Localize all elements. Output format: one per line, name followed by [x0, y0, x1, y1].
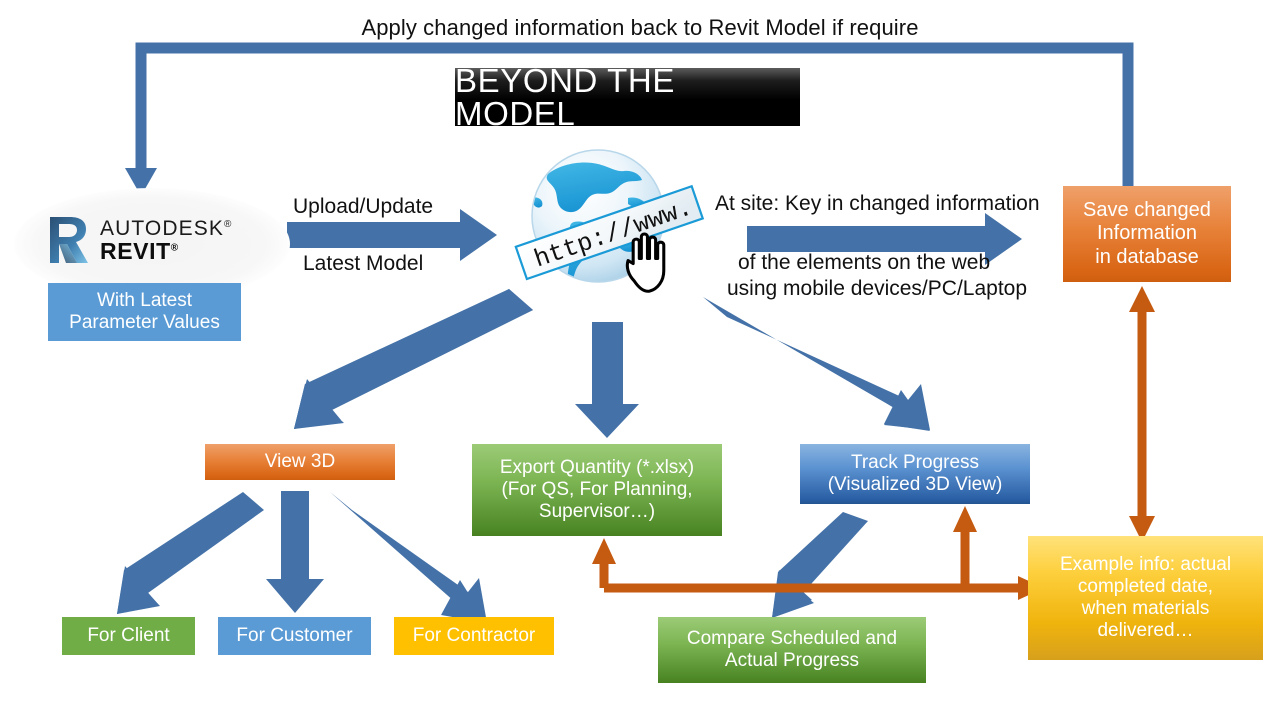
box-example-info[interactable]: Example info: actual completed date, whe…	[1028, 536, 1263, 660]
box-track-line1: Track Progress	[850, 451, 980, 473]
box-compare-line1: Compare Scheduled and	[686, 627, 898, 649]
box-compare-line2: Actual Progress	[724, 650, 860, 671]
top-caption: Apply changed information back to Revit …	[361, 15, 919, 40]
arrow-web-to-export	[575, 322, 639, 438]
box-export-line2: (For QS, For Planning,	[501, 478, 693, 500]
box-save-line2: Information	[1096, 222, 1198, 245]
arrow-view3d-to-contractor	[330, 492, 487, 623]
label-at-site-line2: of the elements on the web	[738, 251, 991, 274]
box-save-line1: Save changed	[1083, 199, 1211, 222]
box-compare-scheduled-actual[interactable]: Compare Scheduled and Actual Progress	[658, 617, 926, 683]
box-export-quantity[interactable]: Export Quantity (*.xlsx) (For QS, For Pl…	[472, 444, 722, 536]
box-track-line2: (Visualized 3D View)	[827, 474, 1003, 495]
box-example-line4: delivered…	[1097, 620, 1194, 642]
box-example-line1: Example info: actual	[1059, 553, 1232, 575]
label-at-site-line3: using mobile devices/PC/Laptop	[727, 277, 1028, 300]
box-view-3d[interactable]: View 3D	[205, 444, 395, 480]
box-save-changed-information[interactable]: Save changed Information in database	[1063, 186, 1231, 282]
arrow-track-to-compare	[772, 512, 868, 618]
box-for-contractor[interactable]: For Contractor	[394, 617, 554, 655]
box-contractor-label: For Contractor	[412, 624, 536, 646]
registered-mark-1: ®	[223, 218, 233, 230]
box-example-line2: completed date,	[1077, 575, 1214, 597]
box-client-label: For Client	[87, 624, 170, 646]
box-for-customer[interactable]: For Customer	[218, 617, 371, 655]
box-export-line1: Export Quantity (*.xlsx)	[499, 456, 695, 478]
box-customer-label: For Customer	[236, 624, 353, 646]
box-track-progress[interactable]: Track Progress (Visualized 3D View)	[800, 444, 1030, 504]
arrow-web-to-track	[703, 297, 930, 431]
hand-cursor-icon	[625, 232, 666, 293]
revit-brand-line1: AUTODESK	[100, 216, 224, 240]
arrow-view3d-to-customer	[266, 491, 324, 613]
title-banner: BEYOND THE MODEL	[455, 64, 800, 130]
revit-logo: AUTODESK® REVIT®	[46, 205, 276, 275]
revit-brand-line2: REVIT	[100, 237, 171, 264]
box-example-line3: when materials	[1081, 598, 1210, 619]
box-params-line2: Parameter Values	[69, 312, 220, 333]
page-title: BEYOND THE MODEL	[455, 62, 675, 132]
arrow-web-to-view3d	[294, 289, 533, 429]
revit-logo-icon	[50, 217, 88, 263]
box-save-line3: in database	[1095, 245, 1199, 268]
box-export-line3: Supervisor…)	[538, 501, 656, 523]
label-at-site-line1: At site: Key in changed information	[715, 192, 1040, 215]
globe-www-cursor-icon: http://www.	[514, 149, 705, 293]
label-latest-model: Latest Model	[303, 252, 424, 275]
arrow-save-to-example	[1129, 286, 1155, 542]
box-with-latest-parameter-values[interactable]: With Latest Parameter Values	[48, 283, 241, 341]
revit-wordmark: AUTODESK® REVIT®	[100, 218, 232, 263]
box-view3d-label: View 3D	[264, 450, 336, 472]
arrow-view3d-to-client	[117, 492, 264, 614]
box-params-line1: With Latest	[96, 289, 193, 311]
box-for-client[interactable]: For Client	[62, 617, 195, 655]
registered-mark-2: ®	[170, 241, 179, 253]
label-upload-update: Upload/Update	[293, 195, 434, 218]
